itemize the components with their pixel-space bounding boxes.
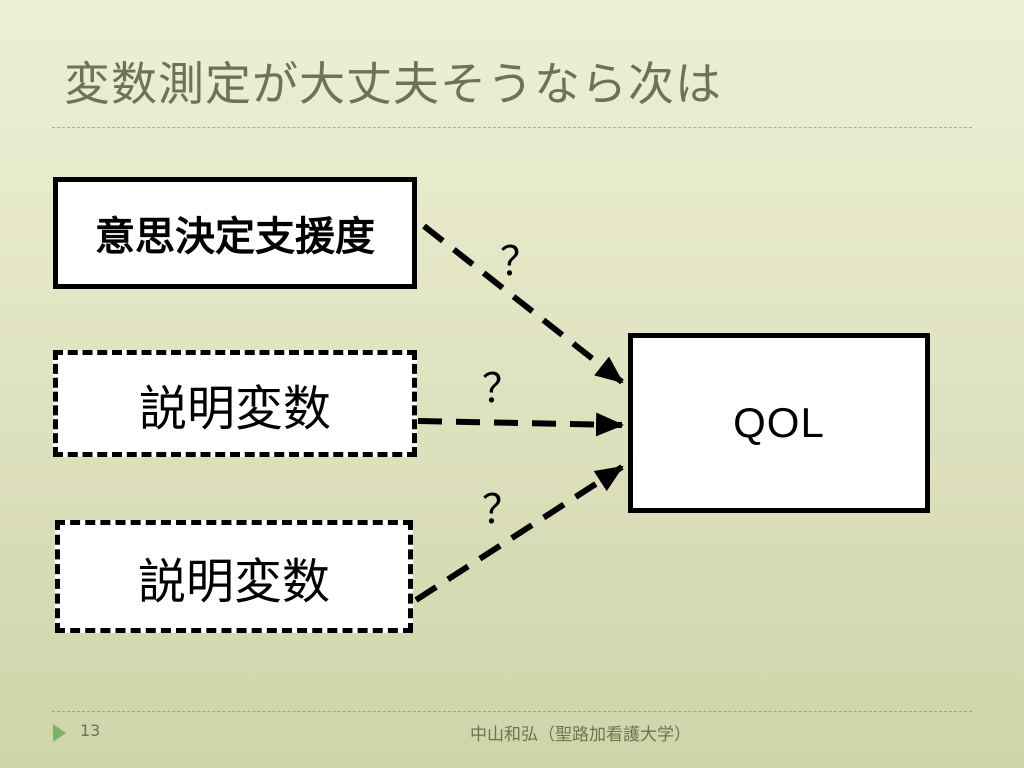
- arrow-explanatory2-to-qol: [414, 464, 624, 603]
- footer-divider: [52, 711, 972, 712]
- explanatory-variable-box-2: 説明変数: [55, 520, 413, 633]
- slide-title: 変数測定が大丈夫そうなら次は: [64, 57, 722, 111]
- arrow-explanatory1-to-qol: [417, 412, 624, 437]
- qol-box: QOL: [628, 333, 930, 513]
- question-mark-label-1: ？: [500, 239, 540, 285]
- question-mark-label-2: ？: [482, 366, 522, 412]
- triangle-marker-icon: [53, 724, 66, 742]
- footer-author: 中山和弘（聖路加看護大学）: [470, 725, 691, 745]
- decision-support-box: 意思決定支援度: [53, 177, 417, 289]
- title-divider: [52, 127, 972, 128]
- question-mark-label-3: ？: [482, 487, 522, 533]
- page-number: 13: [80, 721, 101, 740]
- arrow-decision-to-qol: [422, 223, 624, 385]
- explanatory-variable-box-1: 説明変数: [53, 350, 417, 457]
